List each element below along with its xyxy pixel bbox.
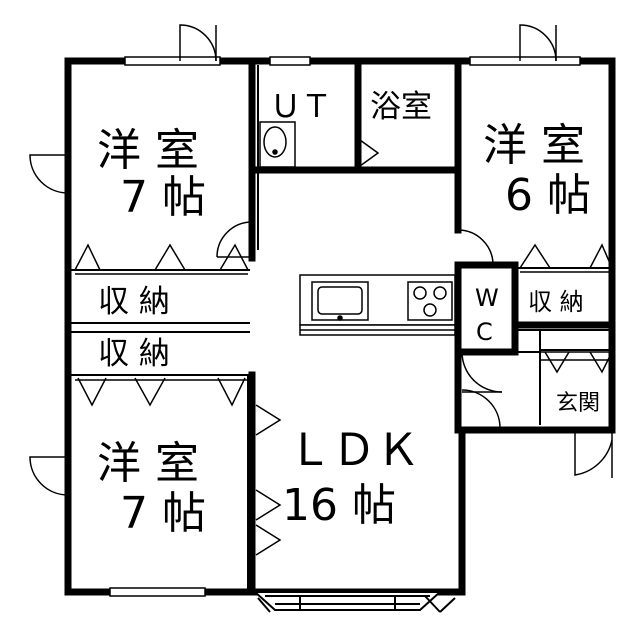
room-size-western-sw: 7 帖 [120,488,206,539]
room-name-western-sw: 洋 室 [97,438,199,489]
room-name-ldk: ＬＤＫ [288,425,420,476]
bath-door [355,122,380,170]
room-name-wc-line1: W [475,284,499,312]
hanging-rods [75,271,612,381]
kitchen-counter [299,274,456,336]
room-name-storage-left-upper: 収 納 [98,284,170,320]
room-name-entrance: 玄関 [556,391,600,416]
room-name-bath: 浴室 [370,89,432,125]
closet-doors [74,243,613,407]
room-size-western-nw: 7 帖 [120,172,206,223]
room-name-western-nw: 洋 室 [97,125,199,176]
room-name-western-ne: 洋 室 [483,120,585,171]
room-labels: 洋 室 7 帖 ＵＴ 浴室 洋 室 6 帖 収 納 収 納 W C 収 納 玄関… [97,89,600,539]
ldk-closet [255,404,282,556]
room-name-ut: ＵＴ [270,89,332,125]
room-size-ldk: 16 帖 [282,480,396,531]
door-swings [29,24,613,496]
windows [109,56,581,597]
room-name-storage-right: 収 納 [528,288,584,316]
room-name-storage-left-lower: 収 納 [98,336,170,372]
bay-window [252,591,456,613]
room-size-western-ne: 6 帖 [505,170,591,221]
washbasin-icon [259,121,296,168]
room-name-wc-line2: C [476,318,493,346]
